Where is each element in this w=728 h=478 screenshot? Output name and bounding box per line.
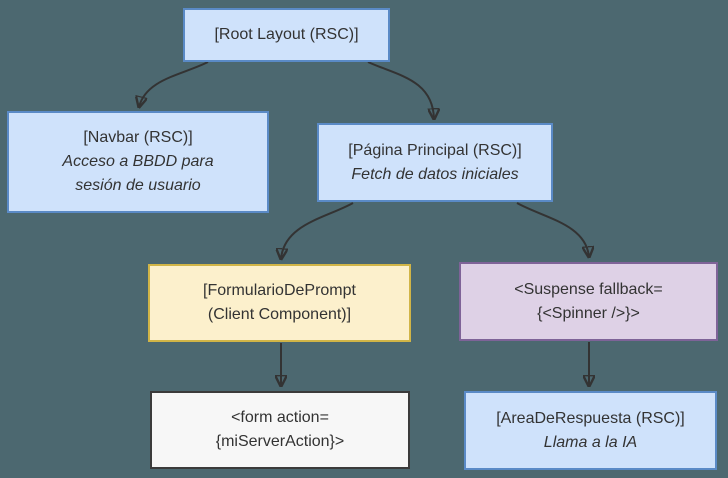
node-navbar-title: [Navbar (RSC)] [83, 129, 193, 146]
node-navbar-subtitle-line1: Acceso a BBDD para [62, 153, 214, 170]
edge-root-to-navbar [139, 61, 209, 107]
edge-root-to-pagina [367, 61, 434, 119]
node-pagina-principal: [Página Principal (RSC)] Fetch de datos … [317, 123, 553, 202]
node-suspense-title-line1: <Suspense fallback= [514, 280, 663, 298]
node-form-action-title-line2: {miServerAction}> [215, 433, 345, 450]
node-root-layout: [Root Layout (RSC)] [183, 8, 390, 62]
node-formulario-title-line1: [FormularioDePrompt [203, 282, 356, 299]
node-formulario-title-line2: (Client Component)] [207, 306, 352, 323]
node-area-de-respuesta-subtitle: Llama a la IA [543, 433, 638, 451]
node-area-de-respuesta-title: [AreaDeRespuesta (RSC)] [496, 409, 685, 427]
edge-pagina-to-suspense [516, 202, 589, 257]
node-formulario-de-prompt: [FormularioDePrompt (Client Component)] [148, 264, 411, 342]
node-pagina-principal-title: [Página Principal (RSC)] [348, 141, 522, 159]
node-form-action: <form action= {miServerAction}> [150, 391, 410, 469]
node-suspense-fallback: <Suspense fallback= {<Spinner />}> [459, 262, 718, 341]
edge-pagina-to-formulario [281, 202, 354, 259]
node-navbar: [Navbar (RSC)] Acceso a BBDD para sesión… [7, 111, 269, 213]
node-form-action-title-line1: <form action= [231, 409, 329, 426]
node-navbar-subtitle-line2: sesión de usuario [75, 177, 201, 194]
node-suspense-title-line2: {<Spinner />}> [537, 304, 640, 322]
node-pagina-principal-subtitle: Fetch de datos iniciales [351, 165, 519, 183]
node-root-layout-title: [Root Layout (RSC)] [214, 26, 359, 43]
node-area-de-respuesta: [AreaDeRespuesta (RSC)] Llama a la IA [464, 391, 717, 470]
